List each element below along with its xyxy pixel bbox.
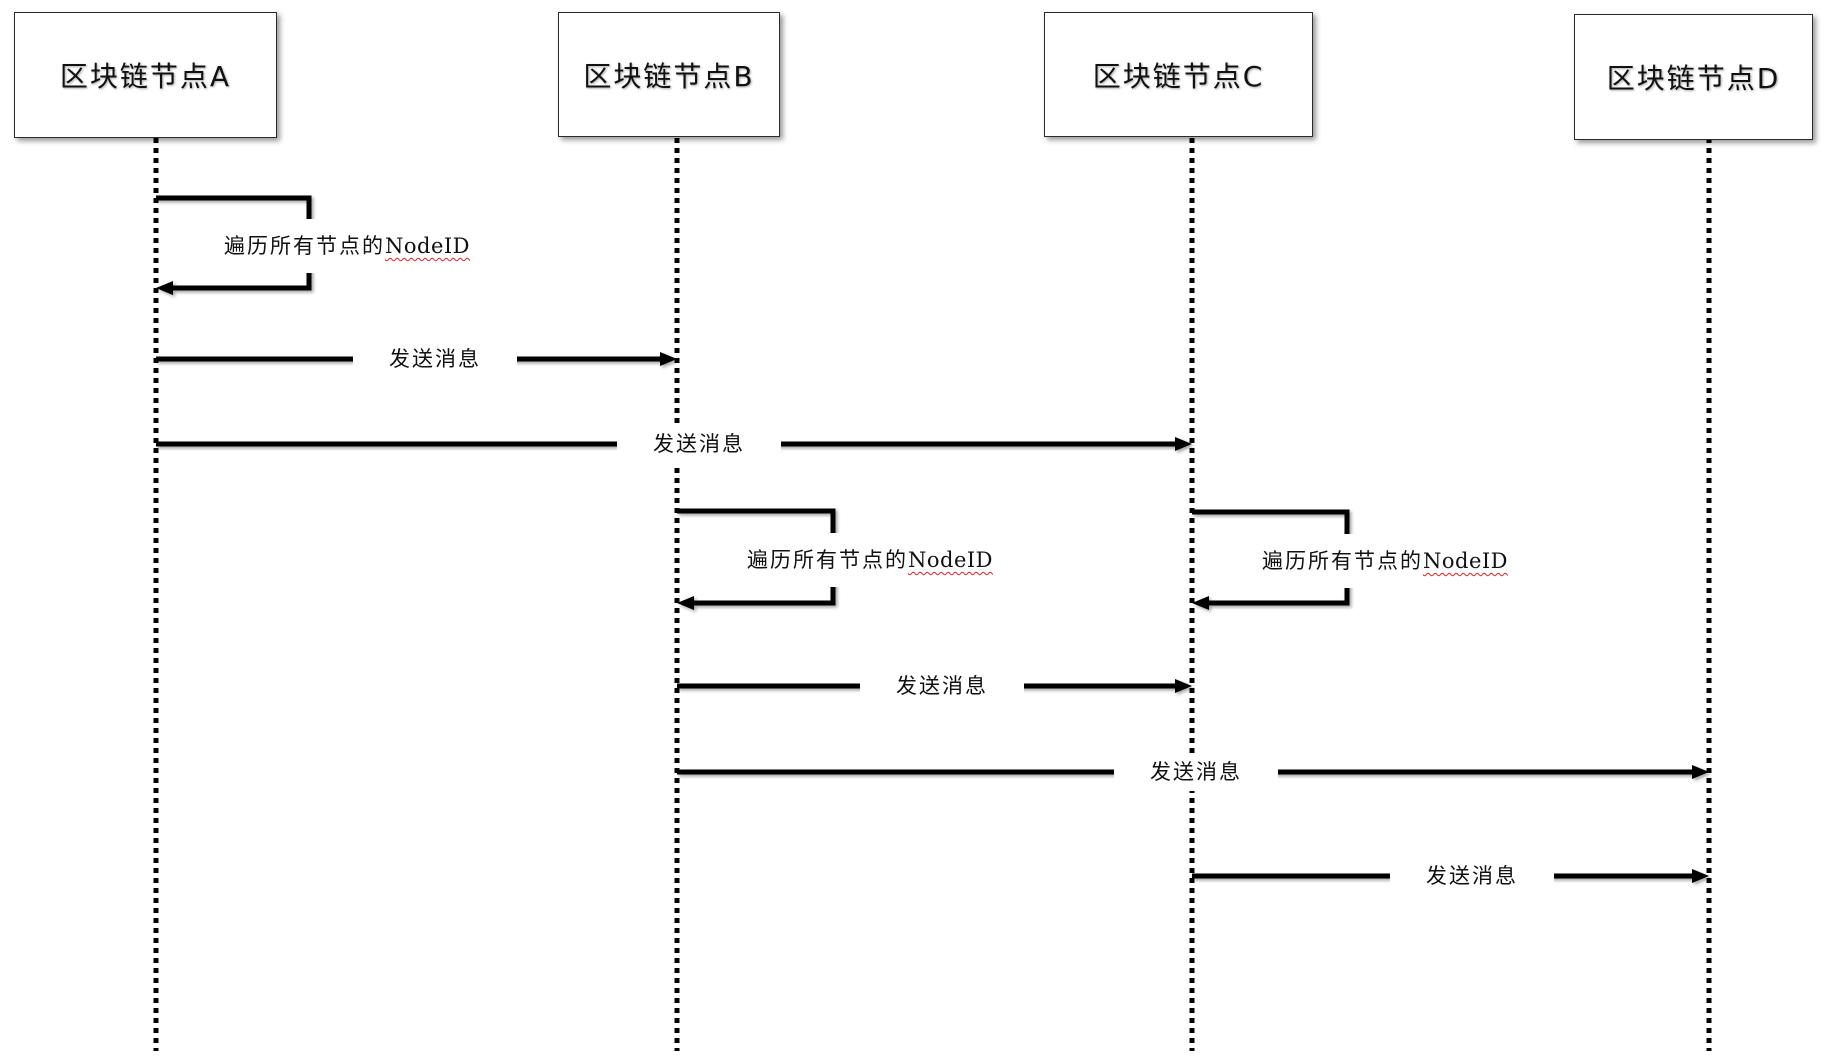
arrowhead-right (1175, 679, 1192, 693)
participant-box-node-d: 区块链节点D (1574, 14, 1813, 140)
message-label-term: NodeID (384, 234, 471, 258)
message-label-text: 遍历所有节点的 (223, 234, 385, 258)
message-label-text: 遍历所有节点的 (1261, 549, 1423, 573)
participant-label-node-c: 区块链节点C (1092, 59, 1265, 93)
arrowhead-left (156, 281, 173, 295)
message-label: 遍历所有节点的NodeID (1255, 534, 1515, 588)
message-label: 遍历所有节点的NodeID (740, 533, 1000, 587)
arrowhead-right (1175, 437, 1192, 451)
message-label: 发送消息 (1390, 857, 1554, 895)
lifelines (153, 138, 1712, 1051)
message-label-term: NodeID (907, 548, 994, 572)
message-label-text: 遍历所有节点的 (746, 548, 908, 572)
arrowhead-right (660, 352, 677, 366)
participant-box-node-b: 区块链节点B (558, 12, 780, 137)
message-label-text: 发送消息 (896, 674, 988, 698)
participant-box-node-c: 区块链节点C (1044, 12, 1313, 137)
message-label-text: 发送消息 (1426, 864, 1518, 888)
arrowhead-right (1692, 869, 1709, 883)
participant-label-node-d: 区块链节点D (1606, 62, 1781, 95)
message-label: 发送消息 (353, 340, 517, 378)
arrowhead-left (677, 596, 694, 610)
message-label: 发送消息 (860, 667, 1024, 705)
arrowhead-right (1692, 765, 1709, 779)
participant-box-node-a: 区块链节点A (14, 12, 277, 138)
message-label-text: 发送消息 (389, 347, 481, 371)
message-label: 遍历所有节点的NodeID (217, 219, 477, 273)
message-label-text: 发送消息 (653, 432, 745, 456)
participant-label-node-a: 区块链节点A (59, 60, 232, 93)
message-label: 发送消息 (1114, 753, 1278, 791)
message-label: 发送消息 (617, 425, 781, 463)
message-label-term: NodeID (1422, 549, 1509, 573)
message-label-text: 发送消息 (1150, 760, 1242, 784)
arrowhead-left (1192, 596, 1209, 610)
participant-label-node-b: 区块链节点B (583, 59, 755, 93)
